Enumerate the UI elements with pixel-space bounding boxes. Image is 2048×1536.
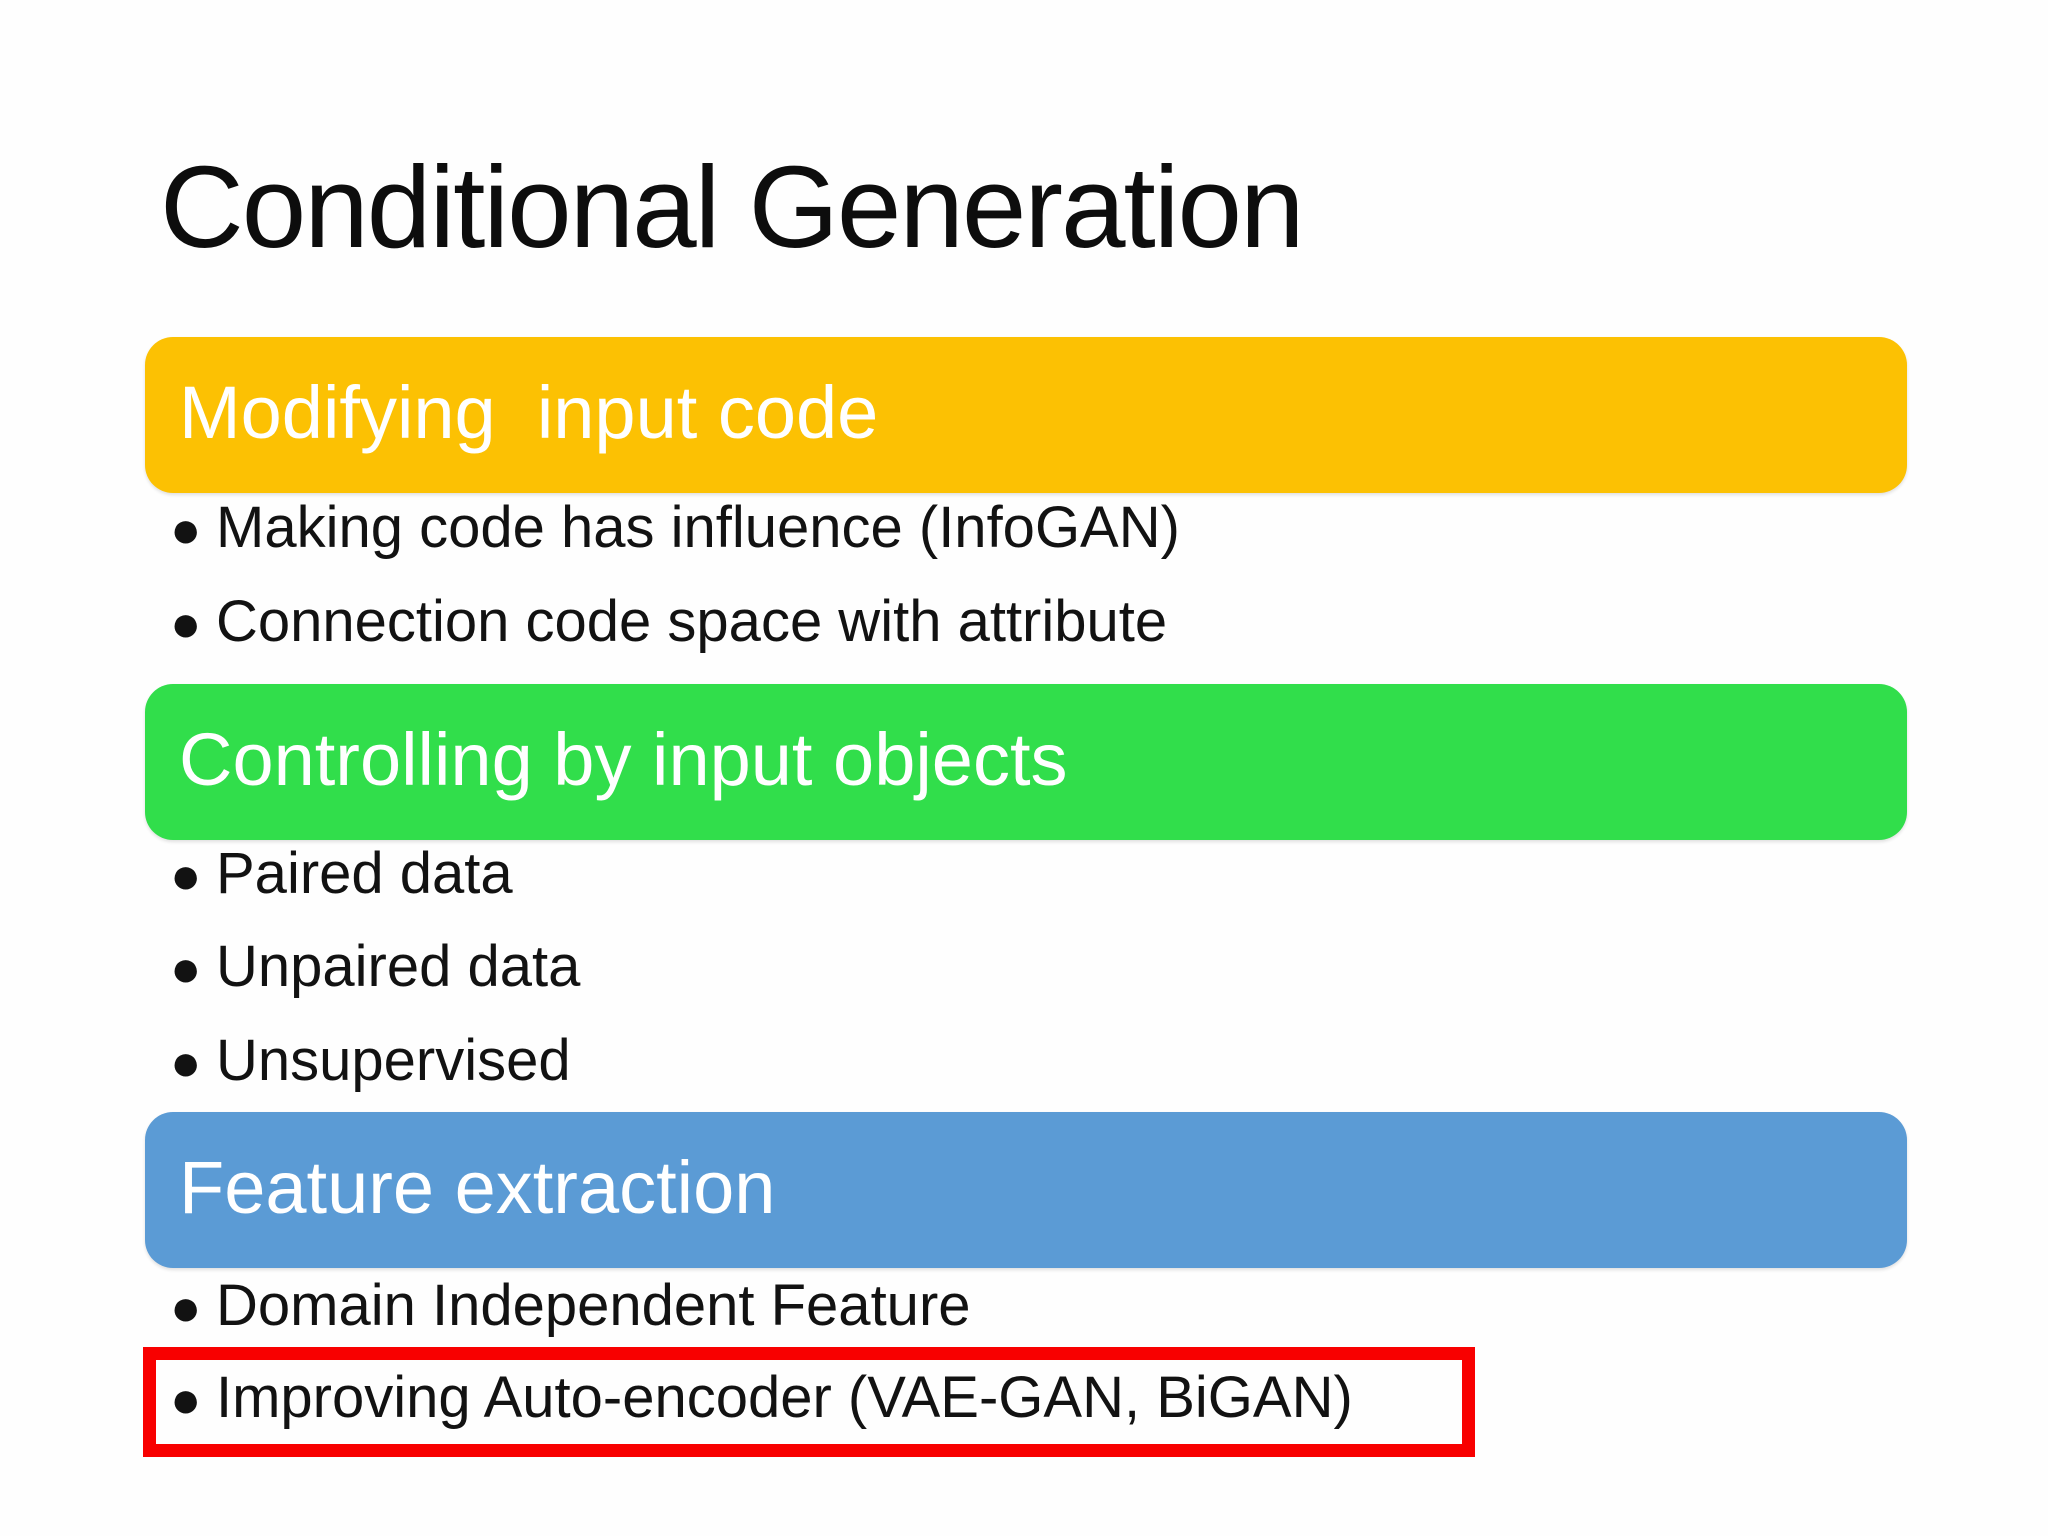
section-header-label: Modifying input code xyxy=(179,370,879,454)
bullet-item: ● Paired data xyxy=(170,838,513,911)
bullet-item-highlighted: ● Improving Auto-encoder (VAE-GAN, BiGAN… xyxy=(170,1362,1353,1435)
bullet-text: Domain Independent Feature xyxy=(216,1273,971,1338)
bullet-item: ● Domain Independent Feature xyxy=(170,1270,971,1343)
bullet-dot-icon: ● xyxy=(170,940,202,998)
bullet-text: Unsupervised xyxy=(216,1028,571,1093)
bullet-dot-icon: ● xyxy=(170,1371,202,1429)
bullet-text: Unpaired data xyxy=(216,934,581,999)
bullet-text: Improving Auto-encoder (VAE-GAN, BiGAN) xyxy=(216,1365,1353,1430)
bullet-dot-icon: ● xyxy=(170,1034,202,1092)
bullet-text: Making code has influence (InfoGAN) xyxy=(216,495,1180,560)
section-banner-modifying-input-code: Modifying input code xyxy=(145,337,1907,493)
section-header-label: Controlling by input objects xyxy=(179,717,1068,801)
highlight-box xyxy=(143,1347,1475,1457)
bullet-item: ● Unsupervised xyxy=(170,1025,571,1098)
bullet-dot-icon: ● xyxy=(170,1279,202,1337)
section-banner-feature-extraction: Feature extraction xyxy=(145,1112,1907,1268)
slide-title: Conditional Generation xyxy=(160,142,1305,272)
bullet-text: Connection code space with attribute xyxy=(216,589,1168,654)
bullet-item: ● Unpaired data xyxy=(170,931,580,1004)
section-header-label: Feature extraction xyxy=(179,1145,776,1229)
bullet-dot-icon: ● xyxy=(170,501,202,559)
bullet-text: Paired data xyxy=(216,841,513,906)
bullet-dot-icon: ● xyxy=(170,595,202,653)
bullet-item: ● Connection code space with attribute xyxy=(170,586,1167,659)
bullet-item: ● Making code has influence (InfoGAN) xyxy=(170,492,1180,565)
section-banner-controlling-by-input-objects: Controlling by input objects xyxy=(145,684,1907,840)
bullet-dot-icon: ● xyxy=(170,847,202,905)
